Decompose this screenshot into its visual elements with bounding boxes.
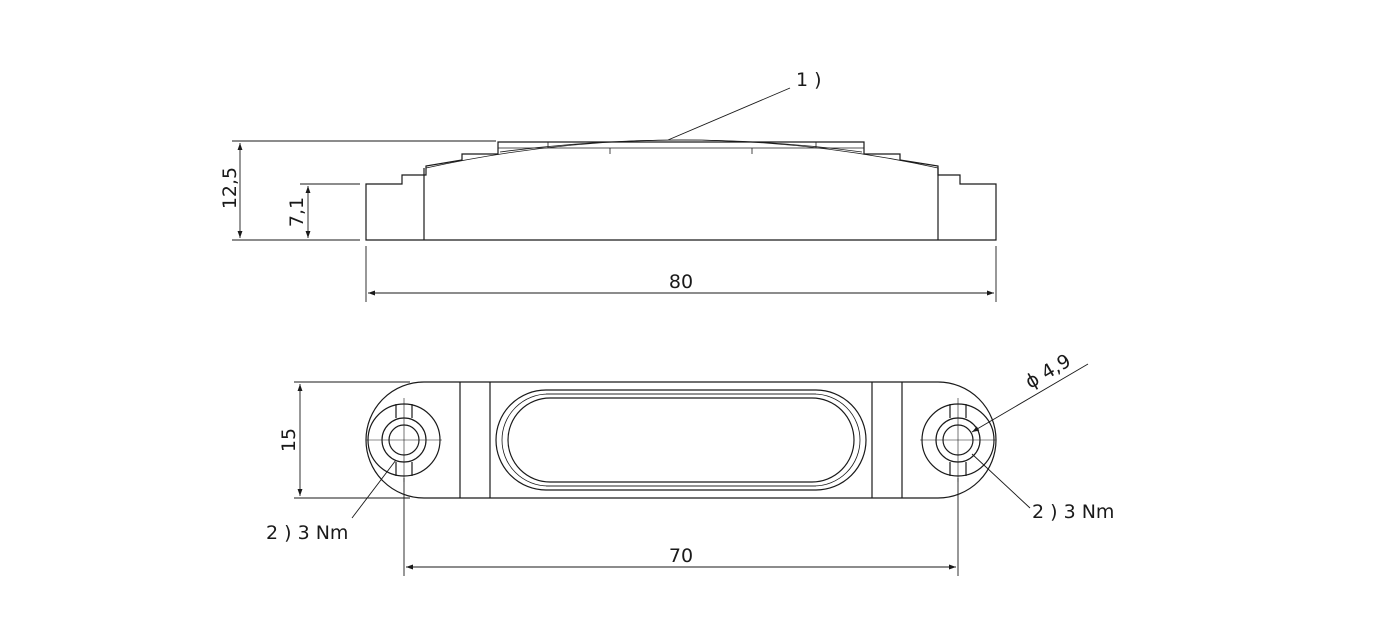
side-view-dome [425,139,939,169]
mount-hole-right [920,398,996,482]
top-view-pad-mid [501,393,861,487]
top-view-pad-inner [507,397,855,483]
dim-overall-length: 80 [669,271,693,293]
callout-leader-top [667,87,791,141]
top-view-pad-outer [495,389,867,491]
mount-hole-left [366,398,442,482]
dim-hole-spacing: 70 [669,545,693,567]
side-view-outline [365,141,997,241]
torque-callout-right: 2 ) 3 Nm [1032,501,1114,523]
side-view: 12,5 7,1 80 1 ) [219,69,997,302]
top-view: 15 70 ϕ 4,9 2 ) 3 Nm 2 ) 3 Nm [266,350,1114,576]
dim-base-height: 7,1 [286,197,308,227]
dim-hole-diameter: ϕ 4,9 [1022,350,1075,393]
torque-leader-right [971,453,1031,509]
diameter-leader [971,363,1089,433]
dim-width: 15 [278,428,300,452]
torque-leader-left [351,459,397,519]
callout-top-feature: 1 ) [796,69,822,91]
torque-callout-left: 2 ) 3 Nm [266,522,348,544]
dim-overall-height: 12,5 [219,167,241,209]
